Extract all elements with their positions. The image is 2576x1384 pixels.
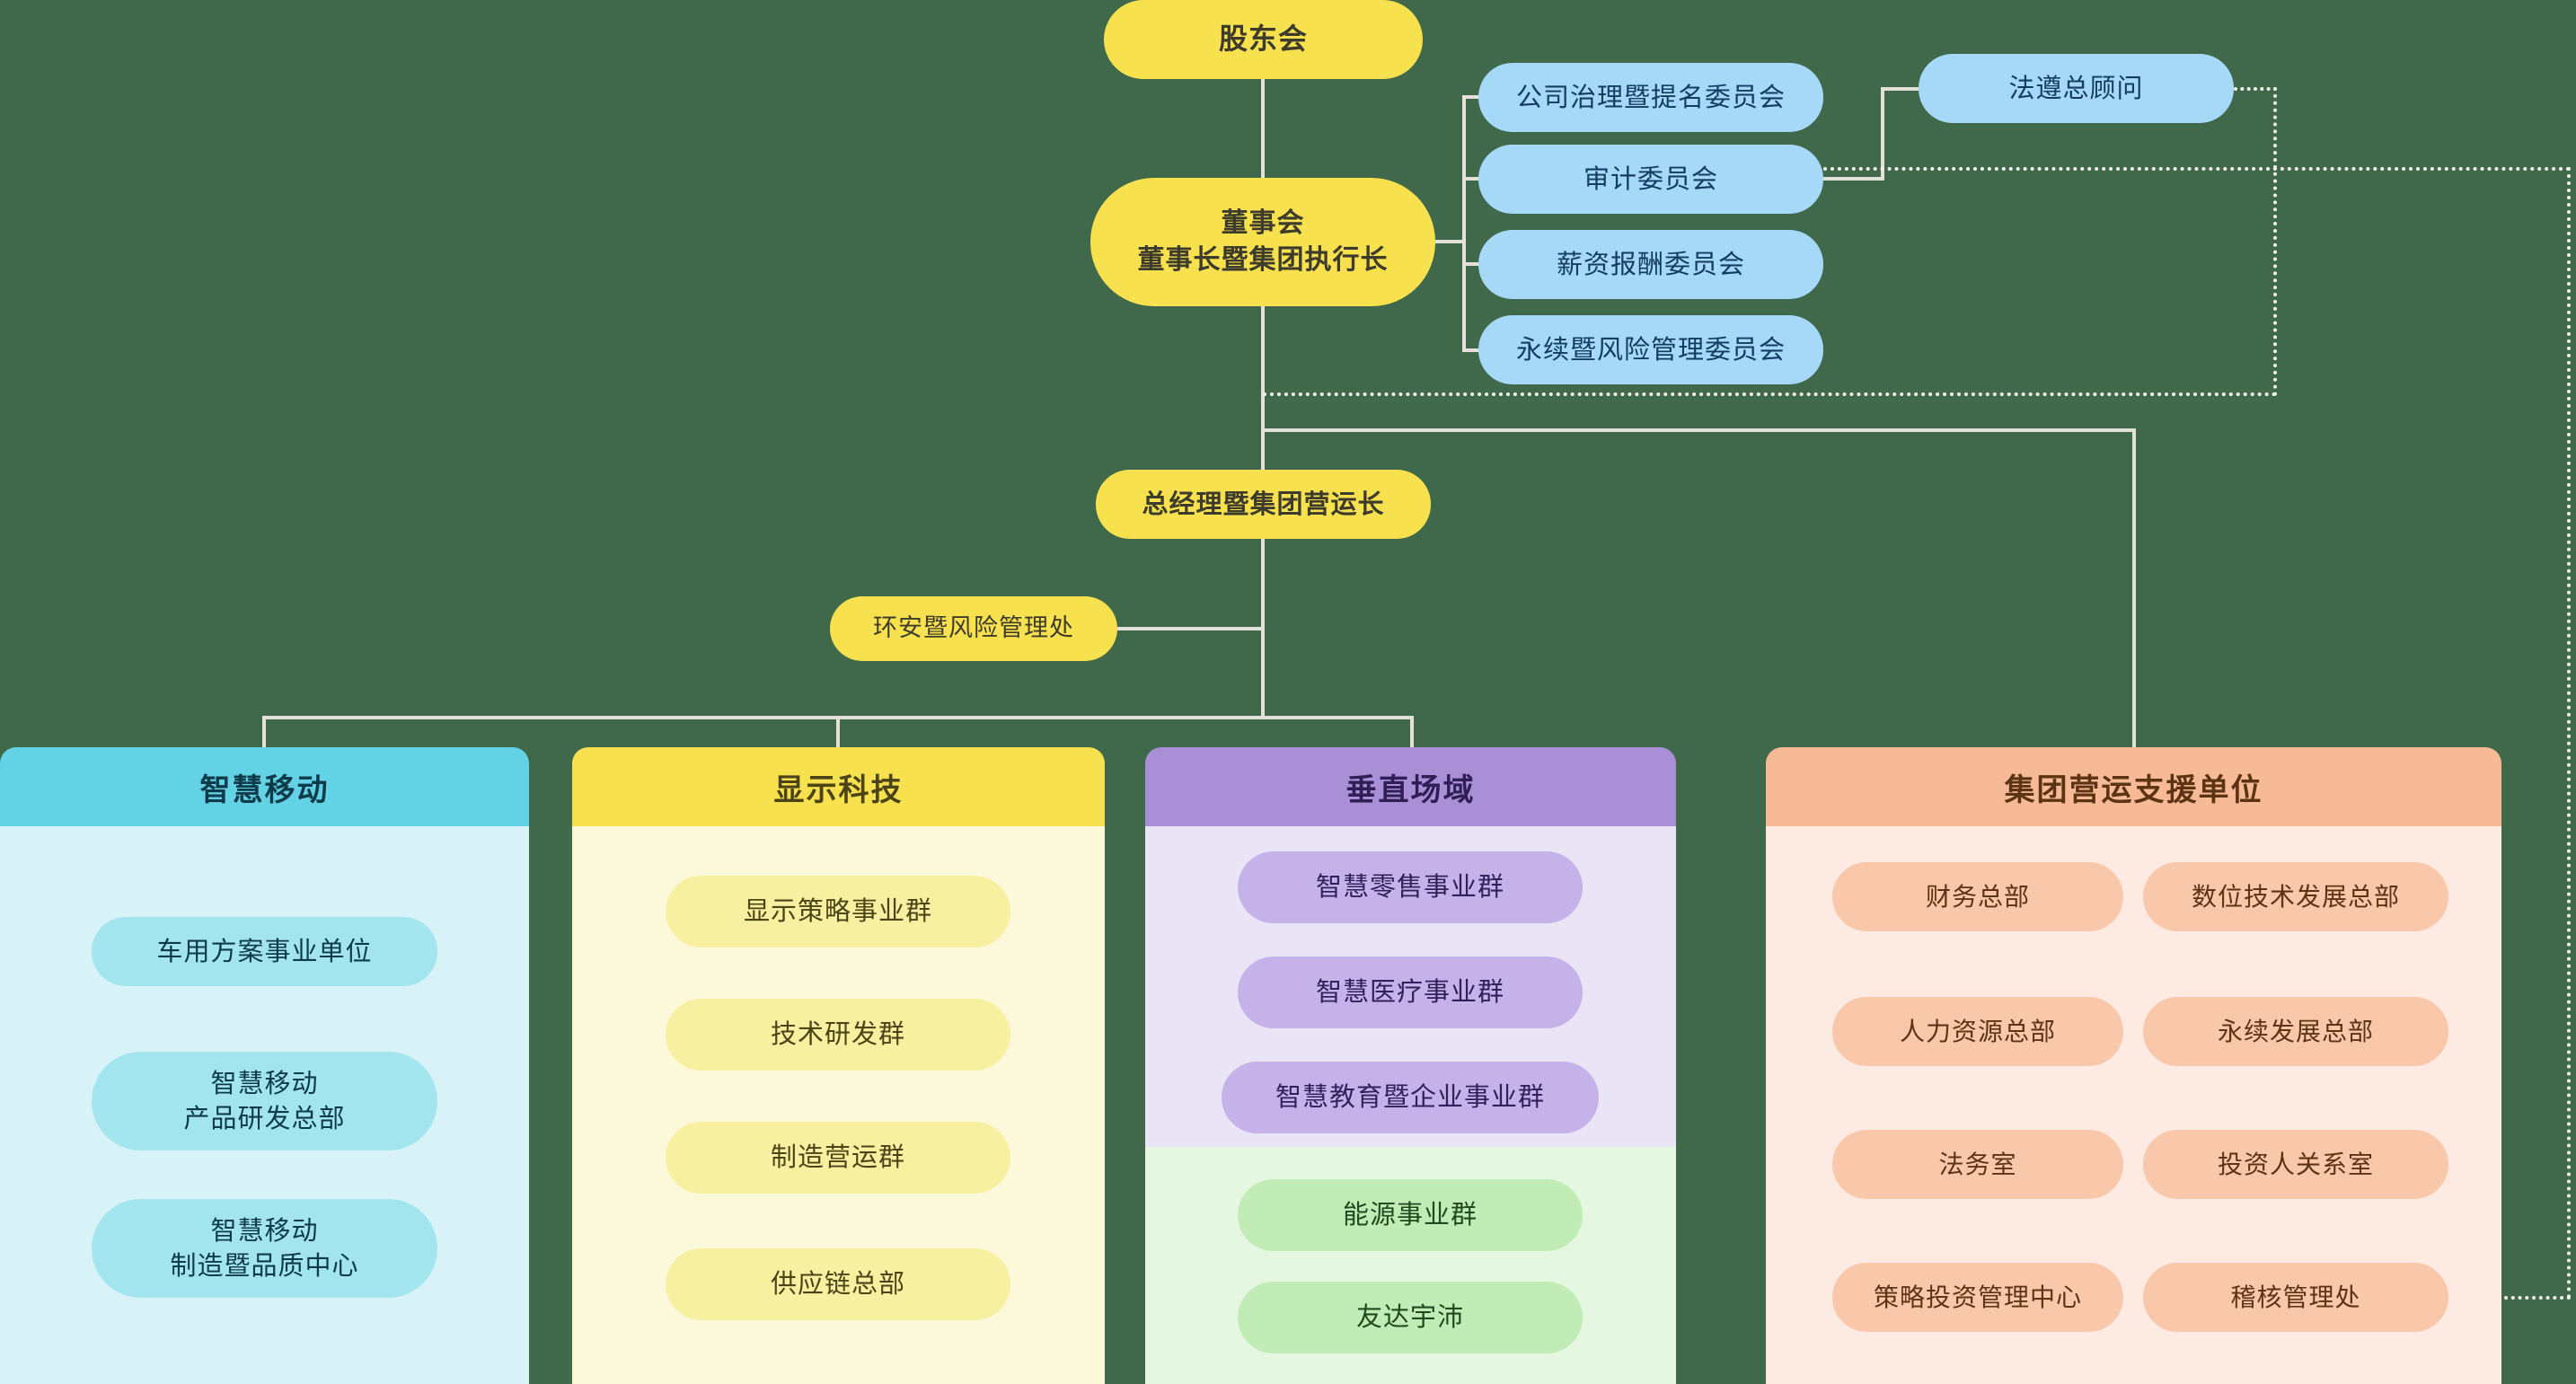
connector-board-committee-feed: [1435, 240, 1462, 243]
connector-board-support-h: [1261, 428, 2136, 432]
connector-drop-vertical: [1410, 716, 1414, 747]
unit-pill: 车用方案事业单位: [92, 917, 437, 986]
connector-audit-compliance-h1: [1823, 177, 1884, 181]
connector-committee-stub-1: [1462, 95, 1482, 99]
group-card-display-technology: 显示科技 显示策略事业群 技术研发群 制造营运群 供应链总部: [572, 747, 1105, 1384]
unit-pill: 智慧移动 制造暨品质中心: [92, 1199, 437, 1298]
unit-pill: 显示策略事业群: [666, 876, 1010, 948]
unit-pill: 供应链总部: [666, 1248, 1010, 1320]
node-compliance-counsel: 法遵总顾问: [1919, 54, 2234, 123]
unit-pill: 智慧医疗事业群: [1238, 956, 1583, 1028]
unit-pill: 数位技术发展总部: [2143, 862, 2448, 931]
committee-sustainability-risk: 永续暨风险管理委员会: [1478, 315, 1823, 384]
unit-pill: 制造营运群: [666, 1122, 1010, 1194]
connector-committee-stub-2: [1462, 177, 1482, 181]
connector-drop-display-tech: [836, 716, 840, 747]
connector-board-president: [1261, 306, 1265, 470]
group-header-operations-support: 集团营运支援单位: [1766, 747, 2501, 826]
node-shareholders: 股东会: [1104, 0, 1423, 79]
unit-pill: 法务室: [1832, 1130, 2123, 1199]
connector-shareholders-board: [1261, 79, 1265, 178]
committee-governance-nomination: 公司治理暨提名委员会: [1478, 63, 1823, 132]
connector-president-trunk: [1261, 539, 1265, 718]
connector-committee-stub-3: [1462, 262, 1482, 266]
unit-pill: 财务总部: [1832, 862, 2123, 931]
dotted-compliance-down: [2273, 87, 2277, 396]
committee-compensation: 薪资报酬委员会: [1478, 230, 1823, 299]
unit-pill-internal-audit: 稽核管理处: [2143, 1263, 2448, 1332]
dotted-audit-right: [1823, 167, 2571, 171]
connector-committee-bracket: [1462, 95, 1466, 352]
unit-pill: 永续发展总部: [2143, 997, 2448, 1066]
dotted-compliance-to-trunk: [1263, 392, 2277, 396]
unit-pill: 友达宇沛: [1238, 1282, 1583, 1353]
node-ehs-risk-division: 环安暨风险管理处: [830, 596, 1117, 661]
group-header-smart-mobility: 智慧移动: [0, 747, 529, 826]
unit-pill: 人力资源总部: [1832, 997, 2123, 1066]
node-board-chairman: 董事会 董事长暨集团执行长: [1090, 178, 1435, 306]
unit-pill: 技术研发群: [666, 999, 1010, 1071]
unit-pill: 策略投资管理中心: [1832, 1263, 2123, 1332]
group-card-vertical-domains: 垂直场域 智慧零售事业群 智慧医疗事业群 智慧教育暨企业事业群 能源事业群 友达…: [1145, 747, 1676, 1384]
unit-pill: 智慧教育暨企业事业群: [1222, 1062, 1599, 1133]
connector-ehs: [1117, 627, 1263, 630]
unit-pill: 智慧零售事业群: [1238, 851, 1583, 923]
committee-audit: 审计委员会: [1478, 145, 1823, 214]
group-header-display-technology: 显示科技: [572, 747, 1105, 826]
group-card-smart-mobility: 智慧移动 车用方案事业单位 智慧移动 产品研发总部 智慧移动 制造暨品质中心: [0, 747, 529, 1384]
unit-pill: 投资人关系室: [2143, 1130, 2448, 1199]
node-president-coo: 总经理暨集团营运长: [1096, 470, 1431, 539]
dotted-right-edge: [2567, 167, 2571, 1300]
connector-committee-stub-4: [1462, 348, 1482, 352]
connector-drop-smart-mobility: [262, 716, 266, 747]
group-card-operations-support: 集团营运支援单位 财务总部 人力资源总部 法务室 策略投资管理中心 数位技术发展…: [1766, 747, 2501, 1384]
unit-pill: 智慧移动 产品研发总部: [92, 1052, 437, 1150]
dotted-to-internal-audit: [2448, 1296, 2571, 1300]
unit-pill: 能源事业群: [1238, 1179, 1583, 1251]
group-header-vertical-domains: 垂直场域: [1145, 747, 1676, 826]
dotted-compliance-right: [2234, 87, 2277, 91]
connector-board-support-v: [2132, 428, 2136, 747]
connector-audit-compliance-v: [1881, 87, 1884, 181]
connector-audit-compliance-h2: [1881, 87, 1919, 91]
